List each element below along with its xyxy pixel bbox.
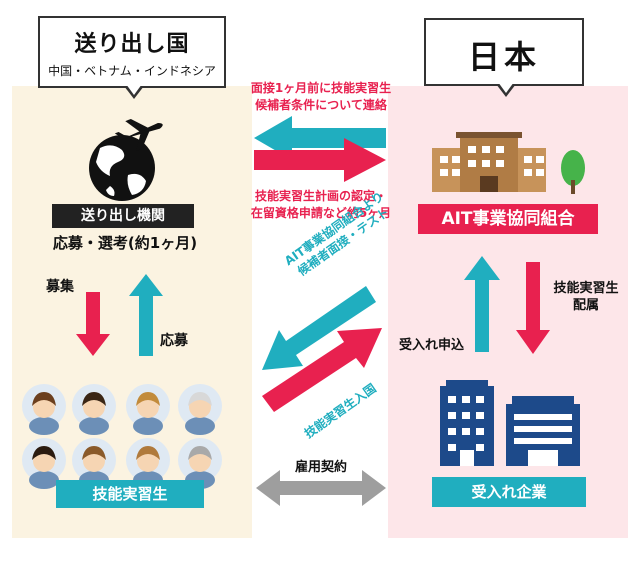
japan-title: 日本 [467,38,540,76]
person-avatar-icon [126,384,170,435]
sending-agency-label: 送り出し機関 [52,204,194,228]
recruit-label: 募集 [46,279,74,295]
union-label: AIT事業協同組合 [418,204,598,234]
japan-callout: 日本 [424,18,584,97]
plan-note: 技能実習生計画の認定・ 在留資格申請など約5ヶ月 [250,189,392,220]
person-avatar-icon [72,384,116,435]
person-avatar-icon [22,384,66,435]
apply-label: 応募 [160,333,188,349]
person-avatar-icon [22,438,66,489]
trainees-label: 技能実習生 [56,480,204,508]
callout-tail [124,84,144,99]
sending-country-title: 送り出し国 [74,32,190,57]
callout-tail [496,82,516,97]
person-avatar-icon [178,384,222,435]
company-label: 受入れ企業 [432,477,586,507]
sending-country-list: 中国・ベトナム・インドネシア [48,64,216,78]
dispatch-label: 技能実習生 配属 [553,281,619,313]
contract-label: 雇用契約 [294,460,347,475]
application-note: 応募・選考(約1ヶ月) [52,234,198,252]
top-note: 面接1ヶ月前に技能実習生 候補者条件について連絡 [250,81,392,112]
sending-country-callout: 送り出し国 中国・ベトナム・インドネシア [38,16,226,99]
request-label: 受入れ申込 [399,338,465,353]
